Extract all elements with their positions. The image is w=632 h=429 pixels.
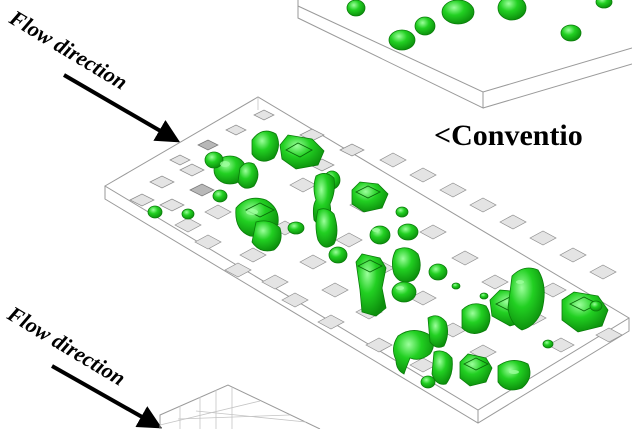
conventional-channel [297,0,632,109]
patterned-channel [104,96,630,424]
flow-direction-label-top: Flow direction [5,4,132,94]
droplets [147,130,609,391]
flow-arrow-bottom [51,364,163,429]
flow-direction-label-bottom: Flow direction [3,300,130,390]
conventional-droplets [346,0,613,51]
conventional-label: <Conventio [434,119,583,152]
flow-arrow-top [62,73,181,143]
bottom-channel-grid [159,384,321,429]
